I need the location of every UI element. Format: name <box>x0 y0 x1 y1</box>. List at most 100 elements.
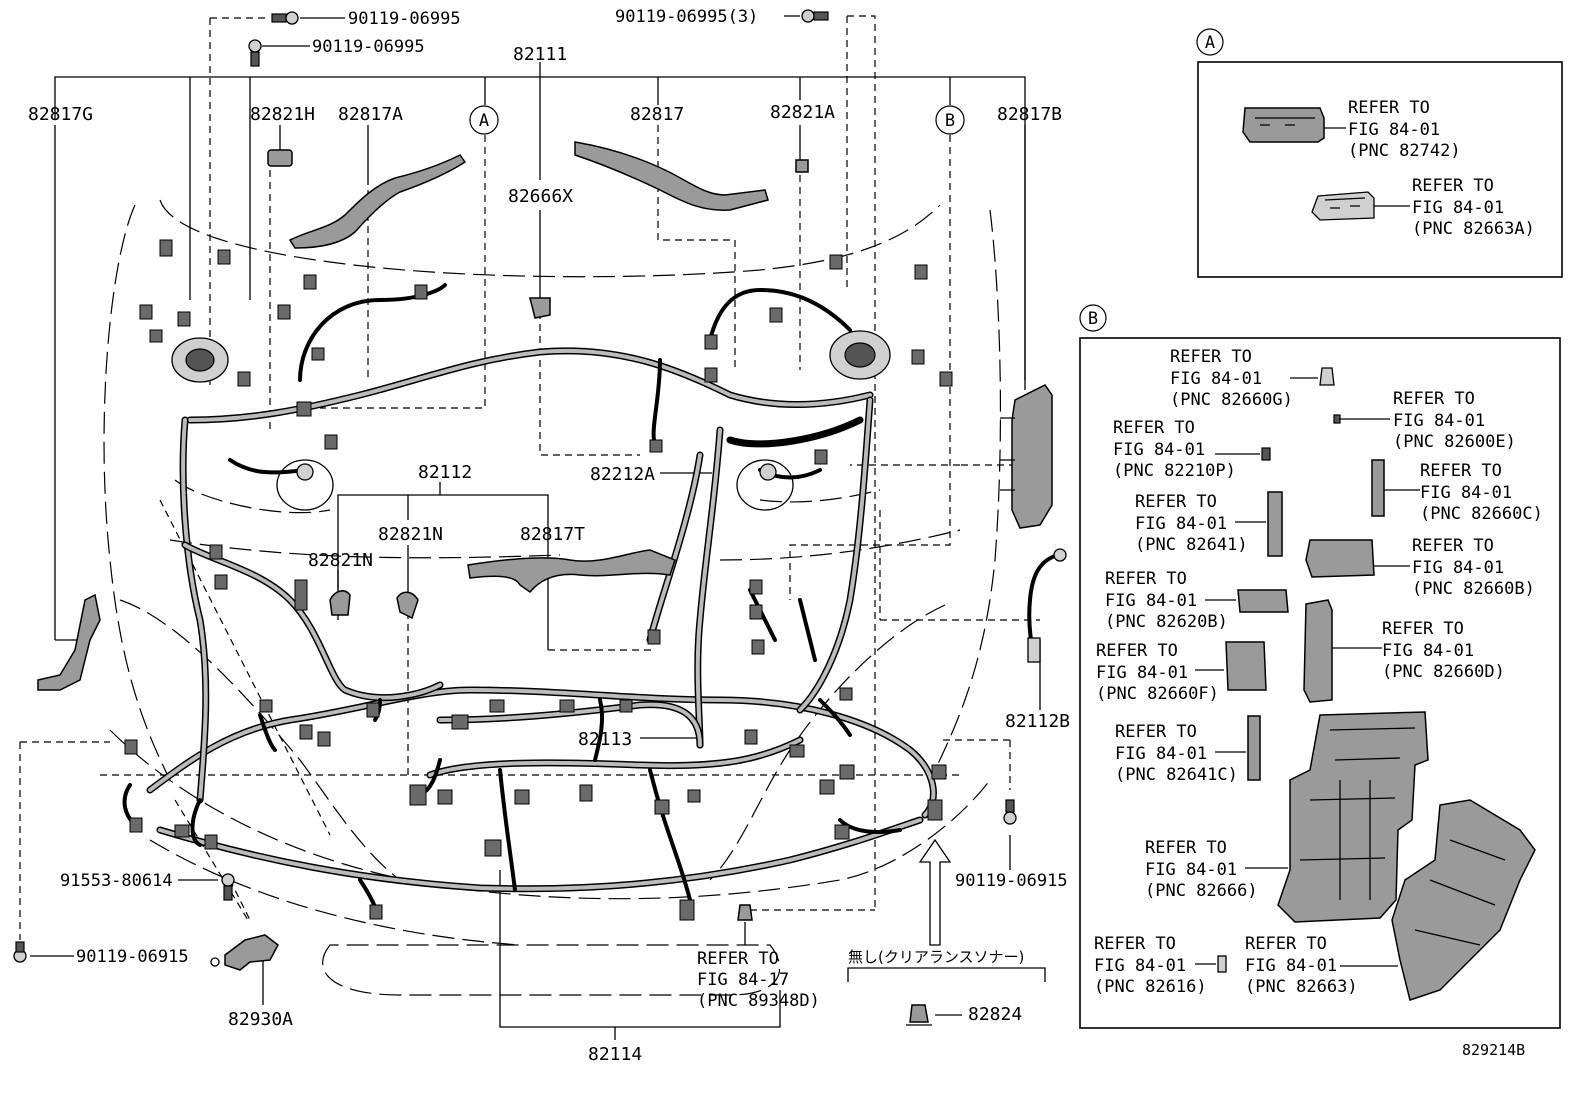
part-label-82666x: 82666X <box>508 186 573 207</box>
fastener-label: 90119-06995(3) <box>615 7 758 27</box>
harness-connectors <box>124 239 953 921</box>
svg-text:A: A <box>479 111 489 131</box>
svg-text:(PNC 82663A): (PNC 82663A) <box>1412 219 1535 239</box>
svg-text:REFER TO: REFER TO <box>1105 569 1187 589</box>
fasteners <box>13 9 1017 963</box>
clearance-sonar-note: 無し(クリアランスソナー) <box>848 948 1024 966</box>
svg-text:(PNC 82620B): (PNC 82620B) <box>1105 612 1228 632</box>
svg-text:FIG 84-01: FIG 84-01 <box>1115 744 1207 764</box>
bolt-icon <box>221 873 235 901</box>
svg-text:(PNC 82660D): (PNC 82660D) <box>1382 662 1505 682</box>
svg-text:(PNC 82660F): (PNC 82660F) <box>1096 684 1219 704</box>
svg-text:FIG 84-01: FIG 84-01 <box>1145 860 1237 880</box>
svg-text:FIG 84-01: FIG 84-01 <box>1382 641 1474 661</box>
svg-text:FIG 84-01: FIG 84-01 <box>1348 120 1440 140</box>
svg-text:(PNC 82742): (PNC 82742) <box>1348 141 1461 161</box>
svg-text:(PNC 82600E): (PNC 82600E) <box>1393 432 1516 452</box>
part-label-82817t: 82817T <box>520 524 585 545</box>
dashed-leaders <box>19 15 1040 940</box>
svg-text:(PNC 82660B): (PNC 82660B) <box>1412 579 1535 599</box>
part-label-82817g: 82817G <box>28 104 93 125</box>
svg-text:B: B <box>1088 309 1098 329</box>
bolt-icon <box>271 11 299 25</box>
refer-note-89348d: REFER TO FIG 84-17 (PNC 89348D) <box>697 949 820 1011</box>
svg-text:FIG 84-01: FIG 84-01 <box>1096 663 1188 683</box>
part-label-82821a: 82821A <box>770 102 835 123</box>
part-label-82817a: 82817A <box>338 104 403 125</box>
part-label-82821n-left: 82821N <box>308 550 373 571</box>
detail-box-b: B REFER TO FIG 84-01 (PNC 82660G) REFER … <box>1079 304 1561 1029</box>
right-side-parts <box>37 384 1067 691</box>
fastener-label: 91553-80614 <box>60 871 173 891</box>
callout-b: B <box>935 105 965 135</box>
svg-text:REFER TO: REFER TO <box>1245 934 1327 954</box>
svg-text:FIG 84-01: FIG 84-01 <box>1412 558 1504 578</box>
svg-text:FIG 84-01: FIG 84-01 <box>1420 483 1512 503</box>
svg-text:(PNC 82641): (PNC 82641) <box>1135 535 1248 555</box>
fastener-label: 90119-06915 <box>955 871 1068 891</box>
svg-text:FIG 84-17: FIG 84-17 <box>697 970 789 990</box>
bolt-icon <box>1003 799 1017 825</box>
diagram-id: 829214B <box>1462 1041 1525 1059</box>
svg-text:REFER TO: REFER TO <box>1145 838 1227 858</box>
part-label-82817b: 82817B <box>997 104 1062 125</box>
svg-text:FIG 84-01: FIG 84-01 <box>1113 440 1205 460</box>
part-label-82824: 82824 <box>968 1004 1022 1025</box>
svg-text:FIG 84-01: FIG 84-01 <box>1170 369 1262 389</box>
part-labels: 82111 82817G 82821H 82817A 82817 82821A … <box>28 44 1070 1065</box>
main-harness <box>122 283 937 917</box>
svg-text:(PNC 89348D): (PNC 89348D) <box>697 991 820 1011</box>
part-label-82930a: 82930A <box>228 1009 293 1030</box>
svg-text:REFER TO: REFER TO <box>1393 389 1475 409</box>
part-label-82112b: 82112B <box>1005 711 1070 732</box>
svg-text:REFER TO: REFER TO <box>1113 418 1195 438</box>
fastener-label: 90119-06915 <box>76 947 189 967</box>
part-label-82817: 82817 <box>630 104 684 125</box>
svg-text:FIG 84-01: FIG 84-01 <box>1245 956 1337 976</box>
part-label-82112: 82112 <box>418 462 472 483</box>
part-label-82821h: 82821H <box>250 104 315 125</box>
svg-text:(PNC 82666): (PNC 82666) <box>1145 881 1258 901</box>
part-label-82111: 82111 <box>513 44 567 65</box>
svg-text:(PNC 82660G): (PNC 82660G) <box>1170 390 1293 410</box>
bolt-icon <box>248 39 262 67</box>
part-label-82212a: 82212A <box>590 464 655 485</box>
svg-text:(PNC 82616): (PNC 82616) <box>1094 977 1207 997</box>
svg-text:REFER TO: REFER TO <box>1094 934 1176 954</box>
small-fittings <box>210 838 952 1026</box>
grommets <box>171 330 891 511</box>
fastener-labels: 90119-06995 90119-06995 90119-06995(3) 9… <box>60 7 1068 967</box>
svg-text:FIG 84-01: FIG 84-01 <box>1094 956 1186 976</box>
svg-text:REFER TO: REFER TO <box>1348 98 1430 118</box>
svg-text:FIG 84-01: FIG 84-01 <box>1135 514 1227 534</box>
bolt-icon <box>801 9 829 23</box>
callout-a: A <box>469 105 499 135</box>
svg-text:REFER TO: REFER TO <box>1412 536 1494 556</box>
bolt-icon <box>13 941 27 963</box>
svg-text:FIG 84-01: FIG 84-01 <box>1105 591 1197 611</box>
fastener-label: 90119-06995 <box>312 37 425 57</box>
svg-text:(PNC 82210P): (PNC 82210P) <box>1113 461 1236 481</box>
svg-text:(PNC 82660C): (PNC 82660C) <box>1420 504 1543 524</box>
part-label-82821n-mid: 82821N <box>378 524 443 545</box>
svg-text:B: B <box>945 111 955 131</box>
svg-text:REFER TO: REFER TO <box>697 949 779 969</box>
svg-text:REFER TO: REFER TO <box>1382 619 1464 639</box>
svg-text:REFER TO: REFER TO <box>1170 347 1252 367</box>
svg-text:FIG 84-01: FIG 84-01 <box>1412 198 1504 218</box>
leader-lines <box>30 15 1046 1040</box>
svg-text:(PNC 82641C): (PNC 82641C) <box>1115 765 1238 785</box>
part-label-82114: 82114 <box>588 1044 642 1065</box>
svg-text:REFER TO: REFER TO <box>1135 492 1217 512</box>
part-label-82113: 82113 <box>578 729 632 750</box>
svg-text:(PNC 82663): (PNC 82663) <box>1245 977 1358 997</box>
svg-text:FIG 84-01: FIG 84-01 <box>1393 411 1485 431</box>
fastener-label: 90119-06995 <box>348 9 461 29</box>
svg-text:REFER TO: REFER TO <box>1412 176 1494 196</box>
detail-box-a: A REFER TO FIG 84-01 (PNC 82742) REFER T… <box>1196 28 1563 278</box>
protectors <box>267 141 809 620</box>
svg-text:REFER TO: REFER TO <box>1096 641 1178 661</box>
svg-text:A: A <box>1205 33 1215 53</box>
vehicle-body-outline <box>103 199 1002 996</box>
